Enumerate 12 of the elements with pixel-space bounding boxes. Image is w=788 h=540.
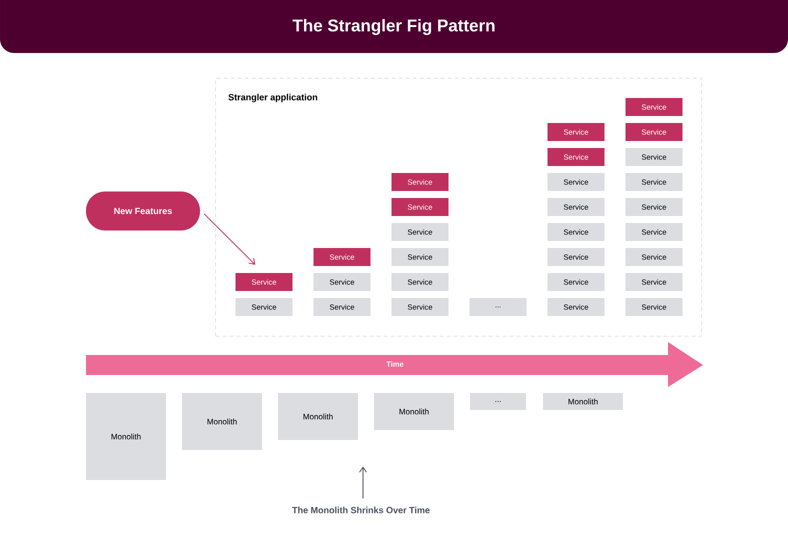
caption: The Monolith Shrinks Over Time [292, 506, 430, 514]
monolith-box: Monolith [543, 392, 623, 410]
group-heading: Strangler application [228, 94, 318, 102]
monolith-box: Monolith [86, 392, 166, 480]
arrow [359, 466, 367, 499]
feature-pill: New Features [86, 192, 200, 230]
monolith-box: Monolith [182, 392, 262, 450]
monolith-box: Monolith [374, 392, 454, 430]
arrow [204, 214, 256, 265]
monolith-box: Monolith [278, 392, 358, 440]
title-bar: The Strangler Fig Pattern [0, 0, 788, 53]
monolith-box: ... [470, 392, 526, 410]
